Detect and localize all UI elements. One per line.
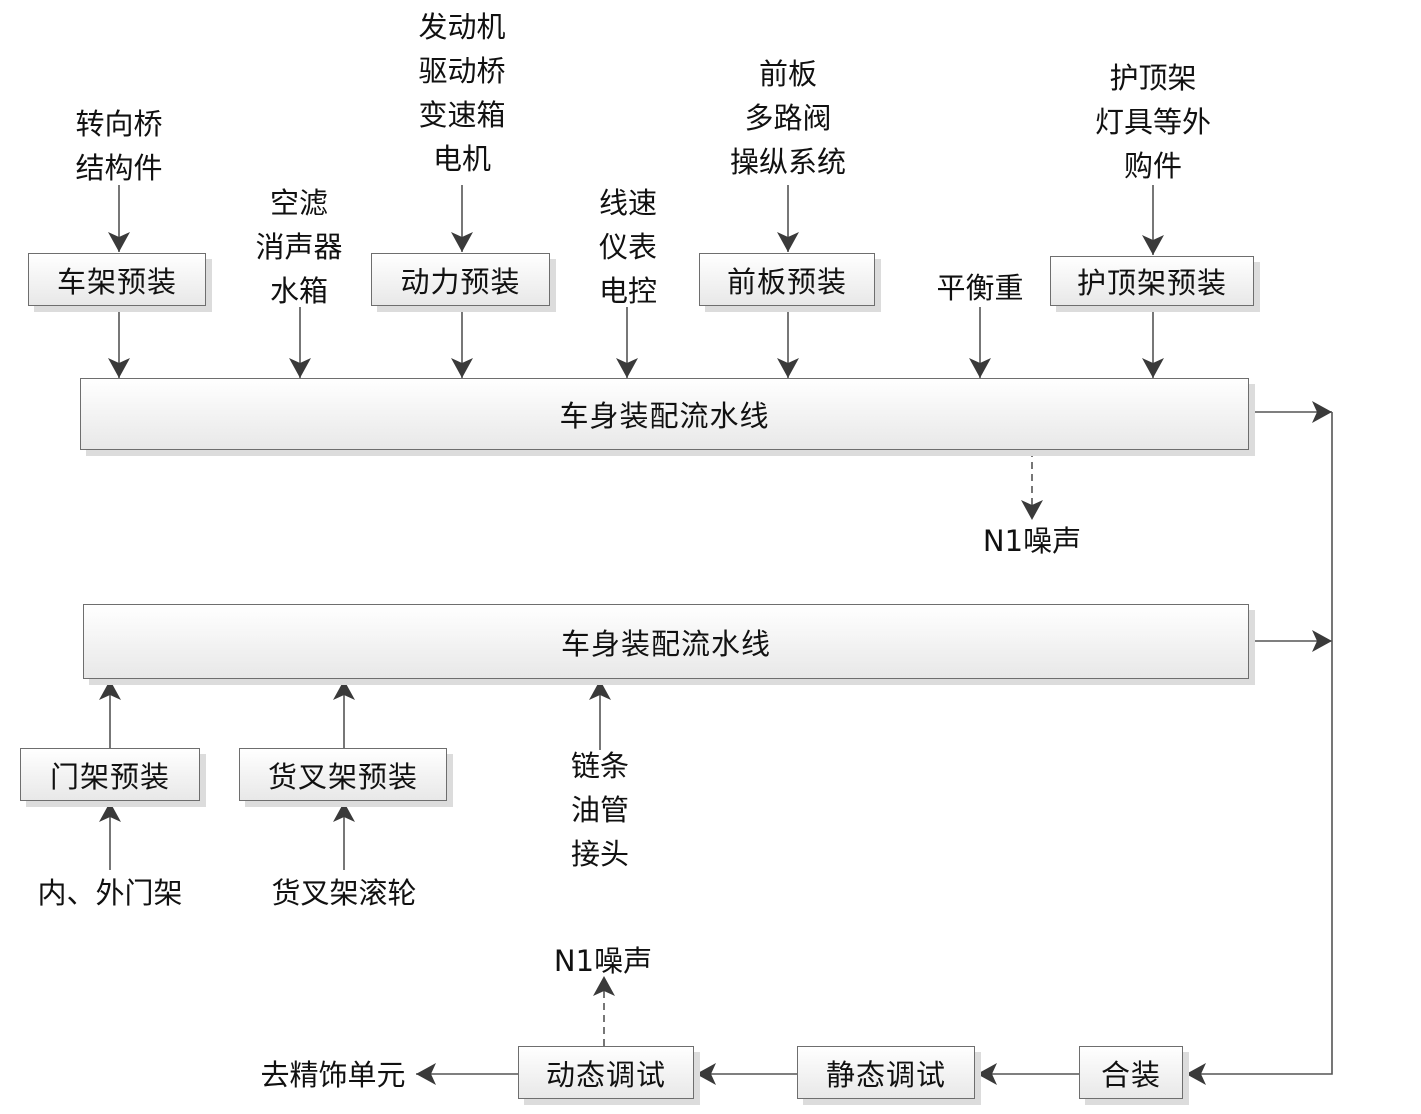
label-line: 水箱 [269, 274, 329, 308]
noise-label-lower: N1噪声 [553, 944, 653, 978]
box-combine: 合装 [1079, 1046, 1183, 1099]
label-line: 灯具等外 [1094, 105, 1212, 139]
return-path [1186, 412, 1333, 1085]
label-line: 操纵系统 [729, 145, 847, 179]
box-overhead-preassembly: 护顶架预装 [1050, 256, 1254, 306]
assembly-line-lower: 车身装配流水线 [83, 604, 1249, 679]
noise-label-upper: N1噪声 [982, 524, 1082, 558]
label-line: 电机 [432, 142, 492, 176]
label-line: 前板 [758, 57, 818, 91]
label-chain-etc: 链条 油管 接头 [571, 744, 629, 876]
label-wiring-etc: 线速 仪表 电控 [599, 181, 657, 313]
label-front-panel-parts: 前板 多路阀 操纵系统 [730, 52, 846, 184]
box-front-panel-preassembly: 前板预装 [699, 253, 875, 306]
label-fork-parts: 货叉架滚轮 [271, 871, 416, 915]
box-mast-preassembly: 门架预装 [20, 748, 200, 801]
label-line: 内、外门架 [37, 876, 183, 910]
label-frame-parts: 转向桥 结构件 [75, 102, 162, 190]
label-line: 转向桥 [75, 107, 163, 141]
label-mast-parts: 内、外门架 [37, 871, 182, 915]
label-line: 油管 [570, 793, 630, 827]
label-line: 平衡重 [936, 271, 1024, 305]
label-output-finishing: 去精饰单元 [260, 1058, 406, 1092]
label-line: 发动机 [418, 10, 506, 44]
label-line: 消声器 [255, 230, 343, 264]
label-line: 变速箱 [418, 98, 506, 132]
label-line: 驱动桥 [418, 54, 506, 88]
box-dynamic-test: 动态调试 [518, 1046, 694, 1099]
box-frame-preassembly: 车架预装 [28, 253, 206, 306]
box-fork-carriage-preassembly: 货叉架预装 [239, 748, 447, 801]
label-line: 接头 [570, 837, 630, 871]
label-line: 护顶架 [1109, 61, 1197, 95]
label-counterweight: 平衡重 [936, 266, 1023, 310]
label-overhead-parts: 护顶架 灯具等外 购件 [1095, 56, 1211, 188]
label-line: 仪表 [598, 230, 658, 264]
box-static-test: 静态调试 [797, 1046, 975, 1099]
label-line: 货叉架滚轮 [271, 876, 417, 910]
label-line: 结构件 [75, 151, 163, 185]
label-line: 电控 [598, 274, 658, 308]
assembly-line-upper: 车身装配流水线 [80, 378, 1249, 450]
label-line: 多路阀 [744, 101, 832, 135]
label-line: 空滤 [269, 186, 329, 220]
label-line: 链条 [570, 749, 630, 783]
label-line: 线速 [598, 186, 658, 220]
label-air-filter-etc: 空滤 消声器 水箱 [255, 181, 342, 313]
box-power-preassembly: 动力预装 [371, 253, 550, 306]
label-power-parts: 发动机 驱动桥 变速箱 电机 [418, 5, 505, 181]
label-line: 购件 [1123, 149, 1183, 183]
